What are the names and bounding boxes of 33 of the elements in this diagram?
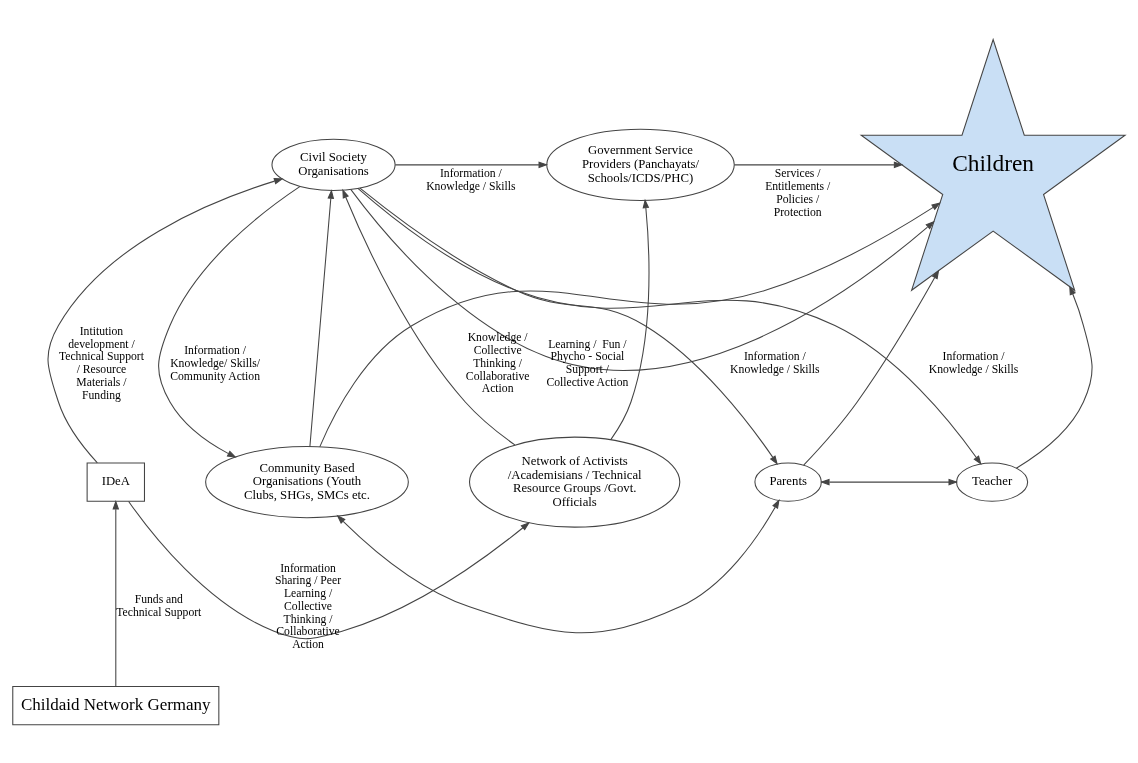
edge-label: Funds and Technical Support	[116, 592, 202, 619]
arrow	[309, 188, 335, 447]
edge-label: Information / Knowledge / Skills	[730, 349, 820, 376]
edge-label: Information / Knowledge / Skills	[426, 166, 516, 193]
arrow	[734, 161, 904, 168]
arrow	[342, 188, 516, 445]
node-box: IDeA	[86, 462, 145, 502]
arrow	[1015, 284, 1093, 469]
arrow	[350, 188, 935, 371]
arrow	[336, 498, 780, 633]
arrow	[128, 500, 531, 639]
node-ellipse: Parents	[754, 462, 822, 502]
node-ellipse: Network of Activists /Academisians / Technical Resource Groups /Govt. Officials	[469, 436, 681, 528]
arrow	[820, 478, 959, 485]
node-box: Childaid Network Germany	[12, 685, 220, 725]
arrow	[47, 177, 284, 463]
edge-label: Information / Knowledge / Skills	[928, 349, 1019, 376]
arrow	[359, 187, 778, 465]
edge-label: Information / Knowledge/ Skills/ Community Action	[170, 343, 261, 382]
arrow	[803, 269, 940, 466]
edge-label: Services / Entitlements / Policies / Protection	[765, 166, 831, 219]
arrow	[394, 161, 549, 168]
arrow	[158, 185, 301, 458]
node-ellipse: Government Service Providers (Panchayats/ Schools/ICDS/PHC)	[546, 128, 735, 201]
node-ellipse: Teacher	[956, 462, 1029, 502]
arrow	[610, 198, 650, 440]
arrow	[112, 499, 120, 687]
arrow	[319, 201, 941, 447]
arrow	[357, 187, 982, 465]
edge-label: Information Sharing / Peer Learning / Collective Thinking / Collaborative Action	[274, 561, 342, 651]
node-ellipse: Community Based Organisations (Youth Clubs, SHGs, SMCs etc.	[205, 445, 409, 518]
edge-label: Learning / Fun / Phycho - Social Support / Collective Action	[546, 337, 629, 389]
edge-label: Intitution development / Technical Support / Resource Materials / Funding	[58, 324, 144, 402]
